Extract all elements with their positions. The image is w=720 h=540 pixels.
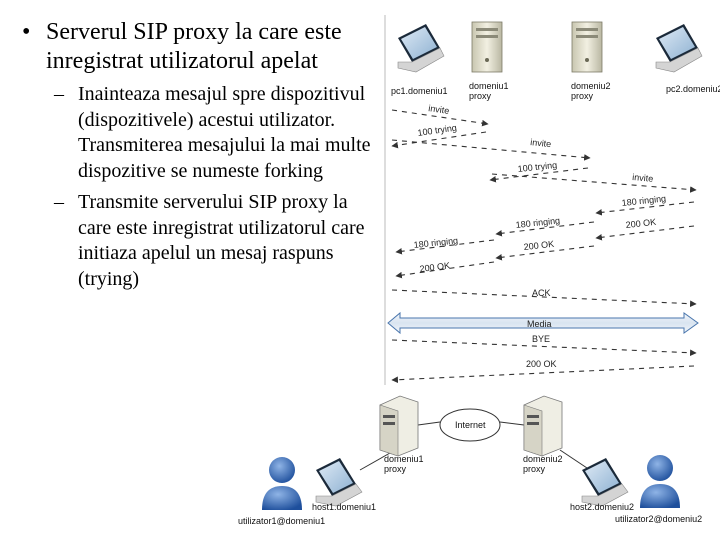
arrow-ringing2 — [495, 221, 595, 237]
msg-ok2: 200 OK — [523, 239, 554, 252]
bullet-level2-text: Transmite serverului SIP proxy la care e… — [78, 191, 365, 290]
msg-invite2: invite — [530, 137, 552, 149]
msg-invite1: invite — [428, 103, 450, 116]
arrow-ok4 — [391, 365, 695, 384]
bullet-dash-icon: – — [54, 191, 64, 213]
arrow-trying2 — [489, 167, 589, 183]
link-proxy1-internet — [417, 421, 441, 426]
bullet-level1-text: Serverul SIP proxy la care este inregist… — [46, 19, 342, 74]
arrow-ok1 — [595, 225, 695, 241]
laptop-pc2-icon — [655, 24, 703, 73]
participant-pc2-label: pc2.domeniu2 — [666, 84, 720, 94]
laptop-host2-icon — [581, 458, 629, 507]
server-proxy1-icon — [471, 21, 503, 73]
arrow-ok3 — [395, 261, 495, 279]
host2-label: host2.domeniu2 — [570, 502, 634, 512]
bullet-level1: • Serverul SIP proxy la care este inregi… — [22, 18, 382, 76]
internet-cloud-icon — [439, 408, 501, 442]
person-user1-icon — [262, 457, 302, 510]
host1-label: host1.domeniu1 — [312, 502, 376, 512]
arrow-invite1 — [391, 109, 489, 127]
participant-pc1-label: pc1.domeniu1 — [391, 86, 448, 96]
server-proxy2-bottom-icon — [523, 395, 563, 457]
person-user2-icon — [640, 455, 680, 508]
msg-invite3: invite — [632, 172, 654, 184]
server-proxy2-icon — [571, 21, 603, 73]
bullet-list: • Serverul SIP proxy la care este inregi… — [22, 18, 382, 292]
link-proxy2-host2 — [559, 449, 591, 471]
bullet-dot-icon: • — [22, 19, 31, 45]
link-proxy1-host1 — [359, 452, 391, 471]
msg-bye: BYE — [532, 334, 550, 344]
arrow-ok2 — [495, 245, 595, 261]
msg-ringing1: 180 ringing — [621, 193, 666, 208]
sequence-messages — [391, 109, 697, 384]
link-internet-proxy2 — [499, 421, 525, 426]
arrow-invite3 — [491, 173, 697, 193]
msg-ringing3: 180 ringing — [413, 235, 458, 250]
bullet-level2-text: Inainteaza mesajul spre dispozitivul (di… — [78, 83, 371, 182]
msg-ok1: 200 OK — [625, 217, 656, 230]
arrow-bye — [391, 339, 697, 357]
msg-ringing2: 180 ringing — [515, 215, 560, 230]
msg-media: Media — [527, 319, 552, 329]
msg-ok4: 200 OK — [526, 359, 557, 369]
arrow-ack — [391, 289, 697, 308]
msg-trying2: 100 trying — [517, 160, 557, 174]
internet-label: Internet — [455, 420, 486, 430]
arrow-invite2 — [391, 139, 591, 161]
laptop-pc1-icon — [397, 24, 445, 73]
arrow-ringing3 — [395, 239, 495, 255]
server-proxy1-bottom-icon — [379, 395, 419, 457]
msg-ack: ACK — [532, 288, 551, 298]
msg-trying1: 100 trying — [417, 123, 458, 138]
user1-label: utilizator1@domeniu1 — [238, 516, 325, 526]
arrow-ringing1 — [595, 201, 695, 216]
media-bar — [387, 311, 699, 335]
bullet-level2-1: – Inainteaza mesajul spre dispozitivul (… — [22, 82, 382, 184]
bullet-dash-icon: – — [54, 83, 64, 105]
user2-label: utilizator2@domeniu2 — [615, 514, 702, 524]
laptop-host1-icon — [315, 458, 363, 507]
msg-ok3: 200 OK — [419, 260, 451, 274]
bullet-level2-2: – Transmite serverului SIP proxy la care… — [22, 190, 382, 292]
